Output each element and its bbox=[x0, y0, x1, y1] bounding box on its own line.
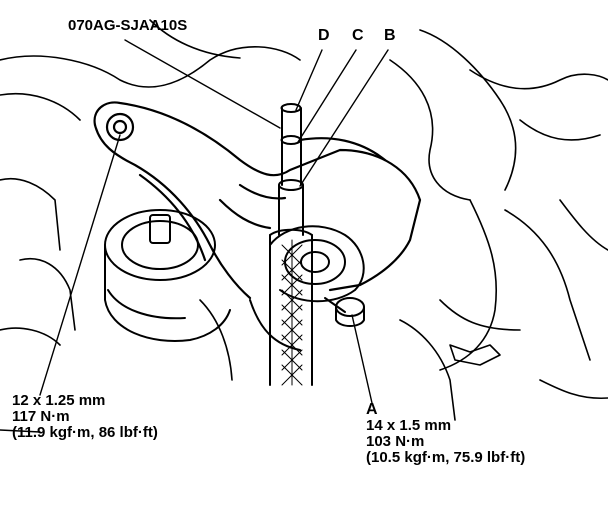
right-bolt-torque-alt: (10.5 kgf·m, 75.9 lbf·ft) bbox=[366, 449, 526, 466]
callout-c: C bbox=[352, 27, 364, 44]
left-bolt-spec: 12 x 1.25 mm 117 N·m (11.9 kgf·m, 86 lbf… bbox=[12, 393, 158, 441]
leader-line-b bbox=[299, 49, 389, 187]
callout-a: A bbox=[366, 401, 378, 418]
left-bolt-torque-alt: (11.9 kgf·m, 86 lbf·ft) bbox=[12, 424, 158, 441]
bolt-a bbox=[324, 297, 365, 327]
leader-line-d bbox=[295, 49, 323, 111]
mount-bracket bbox=[93, 101, 422, 300]
leader-line-c bbox=[297, 49, 357, 143]
leader-lines bbox=[39, 39, 389, 404]
callout-b: B bbox=[384, 27, 396, 44]
background-engine-outline bbox=[0, 19, 608, 433]
tool-number-label: 070AG-SJAA10S bbox=[68, 17, 188, 34]
right-bolt-size: 14 x 1.5 mm bbox=[366, 417, 452, 434]
left-bolt-size: 12 x 1.25 mm bbox=[12, 392, 106, 409]
special-tool-shaft bbox=[269, 103, 313, 386]
mount-body bbox=[104, 209, 365, 351]
knurled-grip bbox=[281, 239, 303, 386]
left-bolt-leader-line bbox=[39, 134, 121, 396]
right-bolt-torque-nm: 103 N·m bbox=[366, 433, 425, 450]
left-bolt-torque-nm: 117 N·m bbox=[12, 408, 70, 425]
callout-d: D bbox=[318, 27, 330, 44]
right-bolt-spec: A 14 x 1.5 mm 103 N·m (10.5 kgf·m, 75.9 … bbox=[366, 402, 525, 466]
bolt-a-leader-line bbox=[351, 314, 373, 404]
tool-leader-line bbox=[124, 39, 281, 129]
